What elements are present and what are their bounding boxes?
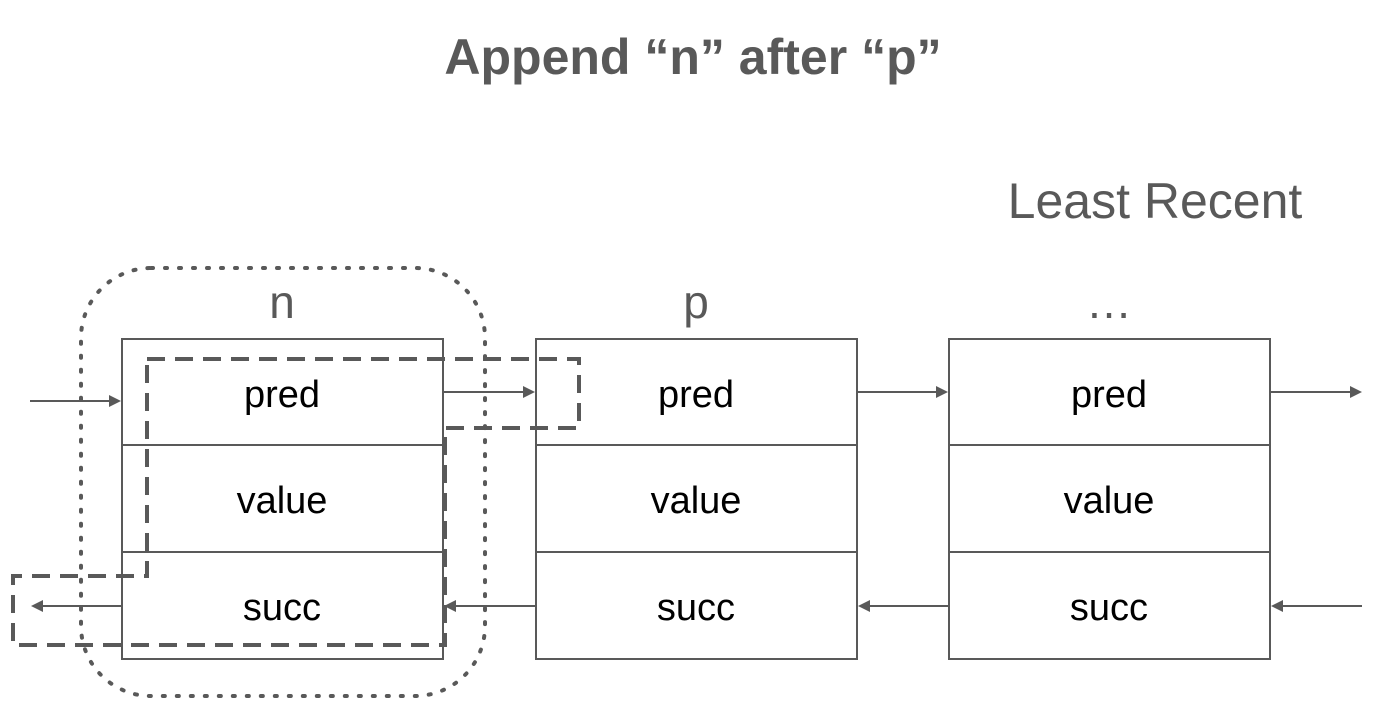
node-label: … (1086, 276, 1132, 328)
node-cell-value (121, 444, 444, 553)
field-label-succ: succ (657, 587, 735, 629)
field-label-pred: pred (244, 374, 320, 416)
field-label-pred: pred (1071, 374, 1147, 416)
node-cell-succ (948, 551, 1271, 660)
node-cell-pred (535, 338, 858, 446)
least-recent-label: Least Recent (1008, 173, 1303, 229)
node-cell-pred (121, 338, 444, 446)
diagram-title: Append “n” after “p” (444, 29, 941, 85)
field-label-value: value (1064, 480, 1155, 522)
node-label: n (269, 276, 295, 328)
field-label-succ: succ (1070, 587, 1148, 629)
node-p: p pred value succ (535, 276, 858, 660)
field-label-value: value (651, 480, 742, 522)
node-label: p (683, 276, 709, 328)
field-label-succ: succ (243, 587, 321, 629)
field-label-value: value (237, 480, 328, 522)
dotted-outline-node-n (79, 266, 487, 698)
node-cell-pred (948, 338, 1271, 446)
dashed-outline-updated-pointers (11, 357, 581, 647)
node-cell-value (948, 444, 1271, 553)
node-cell-value (535, 444, 858, 553)
node-n: n pred value succ (121, 276, 444, 660)
node-ellipsis: … pred value succ (948, 276, 1271, 660)
field-label-pred: pred (658, 374, 734, 416)
node-cell-succ (535, 551, 858, 660)
